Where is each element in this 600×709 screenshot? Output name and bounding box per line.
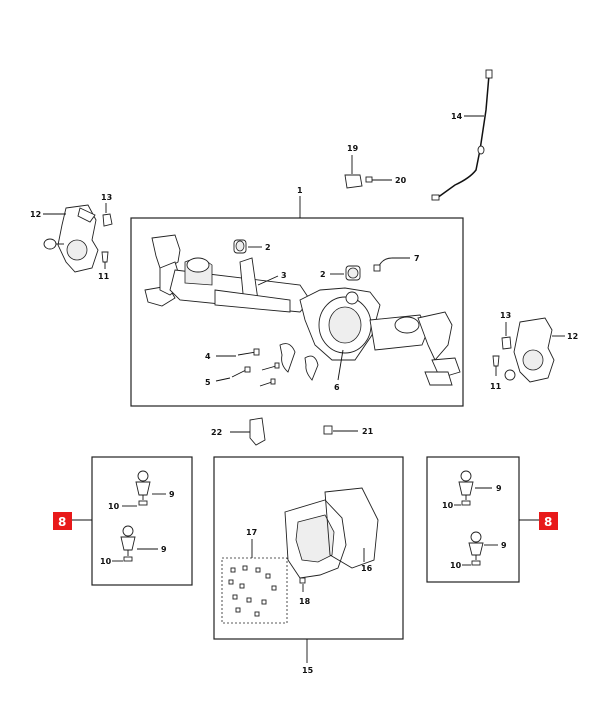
- label-7: 7: [414, 254, 420, 263]
- bracket-22: [230, 417, 266, 446]
- small-bolts: [259, 362, 280, 387]
- ball-joint-13b: [501, 336, 512, 350]
- bushing-2a: 2: [233, 239, 271, 254]
- label-18: 18: [299, 597, 311, 606]
- ball-joint-13a: [102, 213, 113, 227]
- diff-cover: [284, 499, 347, 579]
- ball-joint-box-left: [91, 456, 193, 586]
- label-4: 4: [205, 352, 211, 361]
- label-13a: 13: [101, 193, 112, 202]
- label-17: 17: [246, 528, 257, 537]
- label-6: 6: [334, 383, 340, 392]
- label-21: 21: [362, 427, 374, 436]
- label-10c: 10: [442, 501, 454, 510]
- label-9b: 9: [161, 545, 167, 554]
- bolt-set-17: [228, 565, 277, 617]
- label-19: 19: [347, 144, 359, 153]
- label-10b: 10: [100, 557, 112, 566]
- label-12a: 12: [30, 210, 41, 219]
- nut-11b: [492, 355, 500, 367]
- label-11a: 11: [98, 272, 110, 281]
- bushing-2b: 2: [320, 265, 361, 281]
- label-9d: 9: [501, 541, 507, 550]
- knuckle-left: [43, 204, 99, 273]
- label-2b: 2: [320, 270, 326, 279]
- ball-joint-box-right: [426, 456, 520, 583]
- label-16: 16: [361, 564, 373, 573]
- label-10d: 10: [450, 561, 462, 570]
- label-2a: 2: [265, 243, 271, 252]
- label-5: 5: [205, 378, 211, 387]
- label-3: 3: [281, 271, 287, 280]
- label-14: 14: [451, 112, 463, 121]
- breather-tube-14: [431, 69, 493, 201]
- axle-assembly-box: [130, 217, 464, 407]
- ball-joint-9a: [135, 470, 151, 506]
- label-11b: 11: [490, 382, 502, 391]
- label-13b: 13: [500, 311, 511, 320]
- label-10a: 10: [108, 502, 120, 511]
- bolt-4: 4: [205, 348, 260, 361]
- ball-joint-9b: [120, 525, 136, 562]
- label-9a: 9: [169, 490, 175, 499]
- gasket-16: [324, 487, 379, 569]
- ball-joint-9c: [458, 470, 474, 506]
- callout-8-right: 8: [539, 512, 558, 530]
- clip-21: [323, 425, 358, 435]
- bolt-set-box: [221, 557, 288, 624]
- label-9c: 9: [496, 484, 502, 493]
- label-15: 15: [302, 666, 314, 675]
- cover-kit-box: [213, 456, 404, 640]
- label-1: 1: [297, 186, 303, 195]
- svg-text:8: 8: [544, 515, 552, 529]
- bolt-5: 5: [205, 366, 251, 387]
- axle-housing-drawing: [144, 234, 461, 386]
- u-clamps: [279, 343, 319, 381]
- knuckle-right: [504, 317, 555, 383]
- svg-text:8: 8: [58, 515, 66, 529]
- label-22: 22: [211, 428, 222, 437]
- sensor-19: [344, 155, 392, 189]
- callout-8-left: 8: [53, 512, 72, 530]
- nut-11a: [101, 251, 109, 263]
- plug-18: [299, 577, 306, 592]
- label-12b: 12: [567, 332, 578, 341]
- ball-joint-9d: [468, 531, 484, 566]
- label-20: 20: [395, 176, 407, 185]
